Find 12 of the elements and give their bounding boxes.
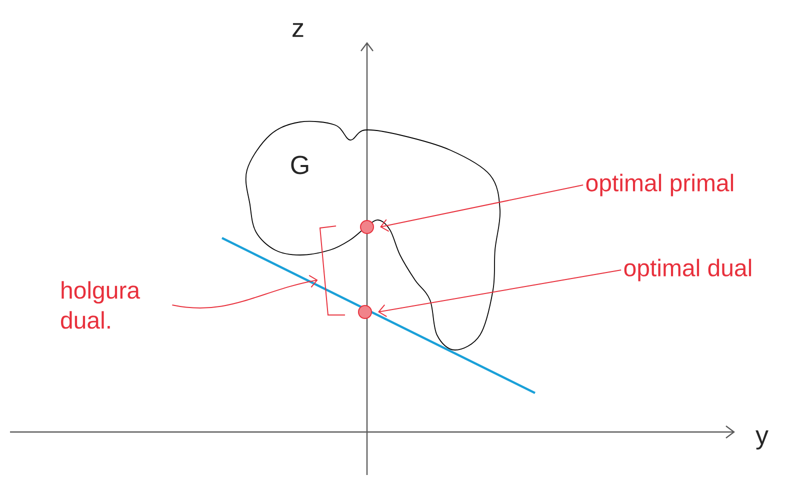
annotation-text: optimal dual xyxy=(624,258,752,282)
axis-label: z xyxy=(292,23,304,37)
annotation-text: holgura dual. xyxy=(61,281,140,329)
axis-label: y xyxy=(756,430,768,450)
point-marker xyxy=(358,305,372,319)
arrow xyxy=(380,184,584,232)
arrow xyxy=(378,270,622,318)
annotation-text: optimal primal xyxy=(586,174,734,196)
region-label: G xyxy=(291,156,308,174)
point-marker xyxy=(360,220,374,234)
arrow xyxy=(172,274,318,308)
gap-bracket xyxy=(319,226,346,316)
